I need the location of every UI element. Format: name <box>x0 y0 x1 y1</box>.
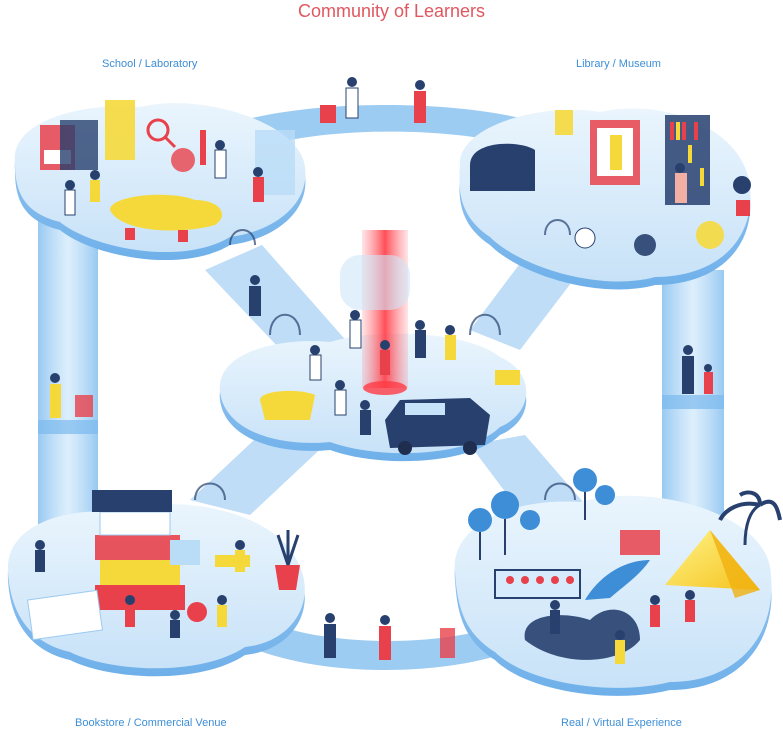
school-scene <box>40 100 295 242</box>
top-ring <box>185 105 590 168</box>
library-scene <box>470 110 751 256</box>
bottom-ring <box>200 598 575 670</box>
zone-label-library: Library / Museum <box>576 58 661 70</box>
handrails <box>194 219 576 501</box>
zone-label-school: School / Laboratory <box>102 58 198 70</box>
zone-label-bookstore: Bookstore / Commercial Venue <box>75 717 227 729</box>
right-column <box>662 270 724 530</box>
diagram-title: Community of Learners <box>297 1 486 21</box>
zone-label-experience: Real / Virtual Experience <box>561 717 682 729</box>
bookstore-scene <box>26 490 300 641</box>
center-scene <box>260 230 520 455</box>
experience-scene <box>468 468 782 664</box>
walking-people <box>50 77 713 660</box>
left-column <box>38 215 98 555</box>
